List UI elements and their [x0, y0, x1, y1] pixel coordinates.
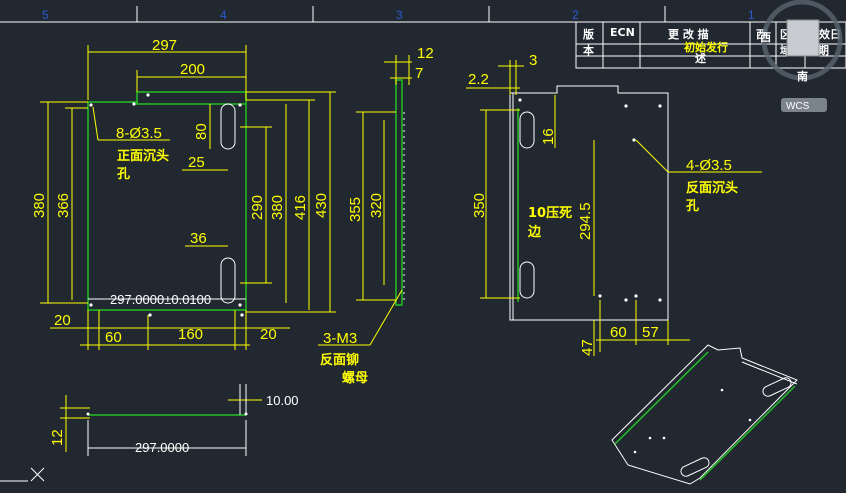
note-front-hole-line3: 孔 [117, 167, 130, 182]
back-slot-bottom [519, 261, 535, 299]
note-m3-line2: 反面铆 [320, 352, 359, 368]
dim-430: 430 [313, 193, 330, 218]
dim-back-2-2: 2.2 [468, 71, 489, 88]
dim-back-57: 57 [642, 324, 659, 341]
iso-slot-top [762, 377, 792, 397]
note-back-hole-spec: 4-Ø3.5 [686, 157, 732, 174]
side-view-dimensions: 12 7 355 320 3-M3 反面铆 螺母 [318, 45, 434, 386]
viewcube-west: 西 [760, 31, 771, 44]
rev-date-cell: 期 [818, 43, 829, 57]
dim-bottom-12: 12 [49, 429, 66, 446]
back-view-dimensions: 2.2 3 16 350 294.5 10压死 边 4-Ø3.5 反面沉头 孔 … [466, 52, 762, 356]
note-back-edge-line1: 10压死 [528, 206, 572, 221]
dim-back-60: 60 [610, 324, 627, 341]
front-slot-bottom [220, 257, 236, 304]
dim-380-right: 380 [269, 195, 286, 220]
dim-60: 60 [105, 329, 122, 346]
front-view-part[interactable] [87, 91, 247, 317]
zone-label-4: 4 [220, 8, 227, 22]
dim-25: 25 [188, 154, 205, 171]
zone-border: 5 4 3 2 1 [0, 6, 846, 23]
front-slot-top [220, 103, 236, 150]
dim-back-16: 16 [540, 128, 557, 145]
dim-back-47: 47 [579, 339, 596, 356]
rev-header-desc: 更 改 描 [668, 27, 709, 41]
note-m3-spec: 3-M3 [323, 330, 357, 347]
zone-label-3: 3 [396, 8, 403, 22]
note-back-hole-line2: 反面沉头 [686, 180, 738, 196]
bottom-view-part[interactable] [86, 412, 248, 416]
bottom-view-dimensions: 10.00 12 297.0000 [49, 384, 299, 456]
dim-160: 160 [178, 326, 203, 343]
rev-domain-cell: 域 [780, 43, 791, 57]
back-view-part[interactable] [509, 85, 669, 321]
zone-label-1: 1 [748, 8, 755, 22]
viewcube[interactable]: 西 南 WCS [760, 0, 843, 112]
ucs-icon [0, 467, 45, 482]
dim-297-tolerance: 297.0000±0.0100 [110, 292, 211, 307]
rev-header-version: 版 [583, 27, 594, 41]
dim-side-7: 7 [415, 65, 423, 82]
dim-200: 200 [180, 61, 205, 78]
zone-label-2: 2 [572, 8, 579, 22]
rev-header-region: 区 [780, 28, 791, 41]
rev-desc-cell: 述 [695, 51, 706, 65]
dim-side-355: 355 [347, 197, 364, 222]
dim-back-350: 350 [471, 193, 488, 218]
wcs-button[interactable] [781, 98, 827, 112]
rev-header-ecn: ECN [610, 26, 635, 39]
dim-366: 366 [55, 193, 72, 218]
dim-bottom-10: 10.00 [266, 393, 299, 408]
dim-416: 416 [292, 195, 309, 220]
iso-slot-bottom [680, 457, 710, 477]
front-view-dimensions: 297 200 380 366 8-Ø3.5 正面沉头 孔 80 25 36 2… [31, 37, 336, 350]
isometric-view-part[interactable] [611, 344, 798, 485]
dim-290: 290 [249, 195, 266, 220]
rev-version-cell: 本 [583, 43, 594, 57]
side-view-part[interactable] [395, 79, 405, 306]
note-back-edge-line2: 边 [527, 225, 542, 240]
viewcube-south: 南 [797, 69, 808, 83]
rev-initial-release: 初始发行 [684, 40, 728, 54]
dim-back-294-5: 294.5 [577, 202, 594, 240]
dim-side-12: 12 [417, 45, 434, 62]
note-front-hole-spec: 8-Ø3.5 [116, 125, 162, 142]
note-front-hole-line2: 正面沉头 [117, 148, 169, 164]
zone-label-5: 5 [42, 8, 49, 22]
wcs-label: WCS [786, 101, 810, 112]
dim-20-right: 20 [260, 326, 277, 343]
note-back-hole-line3: 孔 [686, 199, 699, 214]
dim-380-left: 380 [31, 193, 48, 218]
dim-back-3: 3 [529, 52, 537, 69]
dim-36: 36 [190, 230, 207, 247]
rev-header-west: 西 [756, 28, 767, 41]
dim-80: 80 [193, 123, 210, 140]
dim-side-320: 320 [368, 193, 385, 218]
viewcube-face[interactable] [786, 19, 820, 57]
dim-297: 297 [152, 37, 177, 54]
dim-20-left: 20 [54, 312, 71, 329]
dim-bottom-297: 297.0000 [135, 440, 189, 455]
back-slot-top [519, 111, 535, 149]
note-m3-line3: 螺母 [342, 370, 368, 386]
